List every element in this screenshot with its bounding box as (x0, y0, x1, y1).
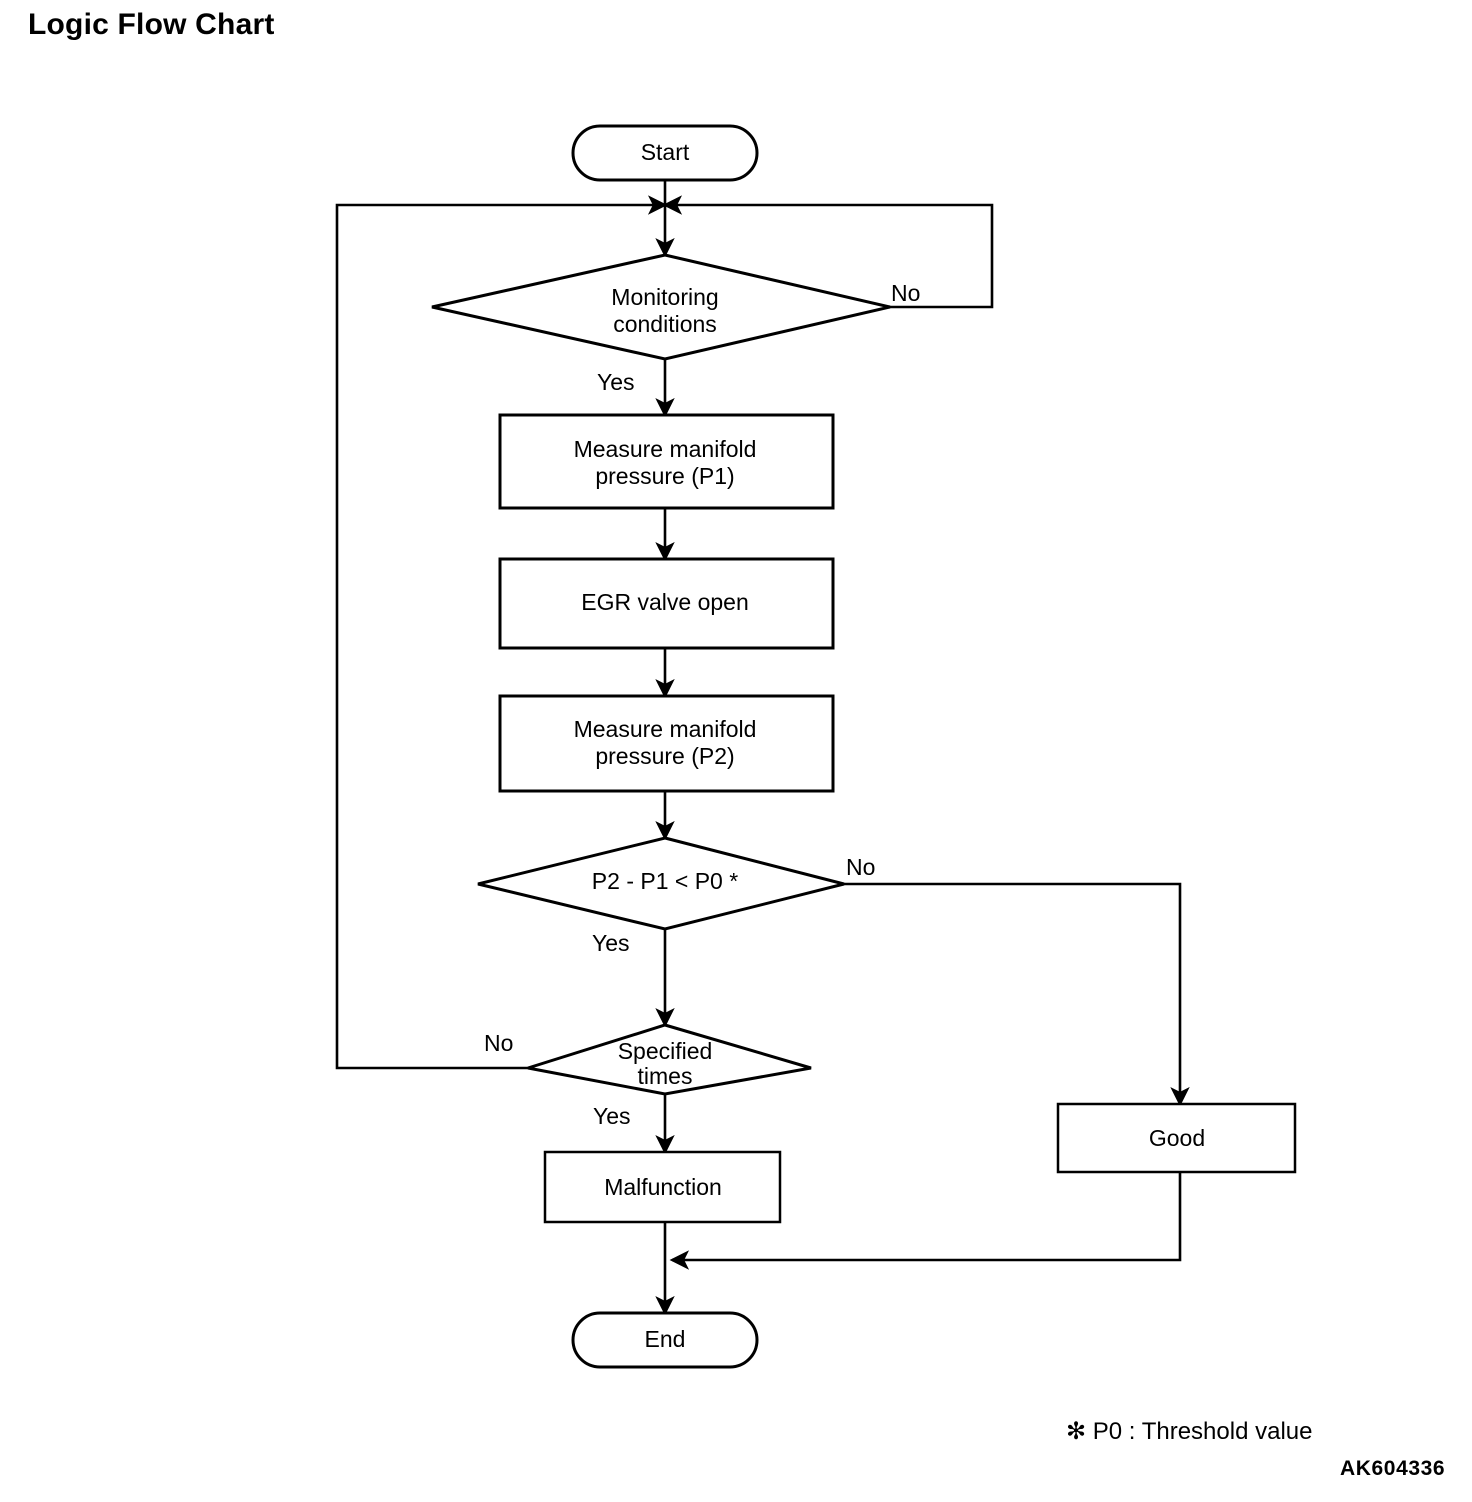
node-end[interactable]: End (571, 1311, 759, 1369)
conn-good-to-end-join (669, 1172, 1182, 1270)
edge-label-compare-yes: Yes (592, 930, 630, 956)
node-measure-p1-label-line1: Measure manifold (574, 436, 757, 462)
node-egr-label: EGR valve open (581, 589, 748, 615)
document-code: AK604336 (1340, 1457, 1446, 1480)
node-measure-p2-label-line1: Measure manifold (574, 716, 757, 742)
node-specified-label-line1: Specified (618, 1038, 713, 1064)
node-specified-label-line2: times (638, 1063, 693, 1089)
edge-label-monitoring-yes: Yes (597, 369, 635, 395)
edge-label-monitoring-no: No (891, 280, 920, 306)
node-compare-pressure[interactable]: P2 - P1 < P0 * (477, 836, 845, 931)
node-measure-p1-label-line2: pressure (P1) (595, 463, 734, 489)
node-monitoring-label-line1: Monitoring (611, 284, 718, 310)
conn-monitoring-no-loop (662, 195, 994, 309)
conn-specified-no-loop (335, 195, 668, 1070)
footnote-threshold-value: ✻ P0 : Threshold value (1066, 1418, 1313, 1445)
node-good[interactable]: Good (1056, 1102, 1297, 1174)
node-specified-times[interactable]: Specified times (527, 1023, 812, 1096)
node-monitoring-label-line2: conditions (613, 311, 717, 337)
edge-label-specified-no: No (484, 1030, 513, 1056)
node-measure-p1[interactable]: Measure manifold pressure (P1) (498, 413, 835, 510)
node-malfunction[interactable]: Malfunction (543, 1150, 782, 1224)
page-title: Logic Flow Chart (28, 8, 275, 41)
node-start-label: Start (641, 139, 690, 165)
edge-label-specified-yes: Yes (593, 1103, 631, 1129)
node-measure-p2-label-line2: pressure (P2) (595, 743, 734, 769)
node-measure-p2[interactable]: Measure manifold pressure (P2) (498, 694, 835, 793)
node-end-label: End (645, 1326, 686, 1352)
node-compare-label: P2 - P1 < P0 * (592, 868, 738, 894)
conn-compare-no-to-good (844, 882, 1190, 1107)
node-egr-valve-open[interactable]: EGR valve open (498, 557, 835, 650)
node-malfunction-label: Malfunction (604, 1174, 722, 1200)
node-good-label: Good (1149, 1125, 1205, 1151)
node-start[interactable]: Start (571, 124, 759, 182)
node-monitoring-conditions[interactable]: Monitoring conditions (431, 253, 891, 361)
edge-label-compare-no: No (846, 854, 875, 880)
